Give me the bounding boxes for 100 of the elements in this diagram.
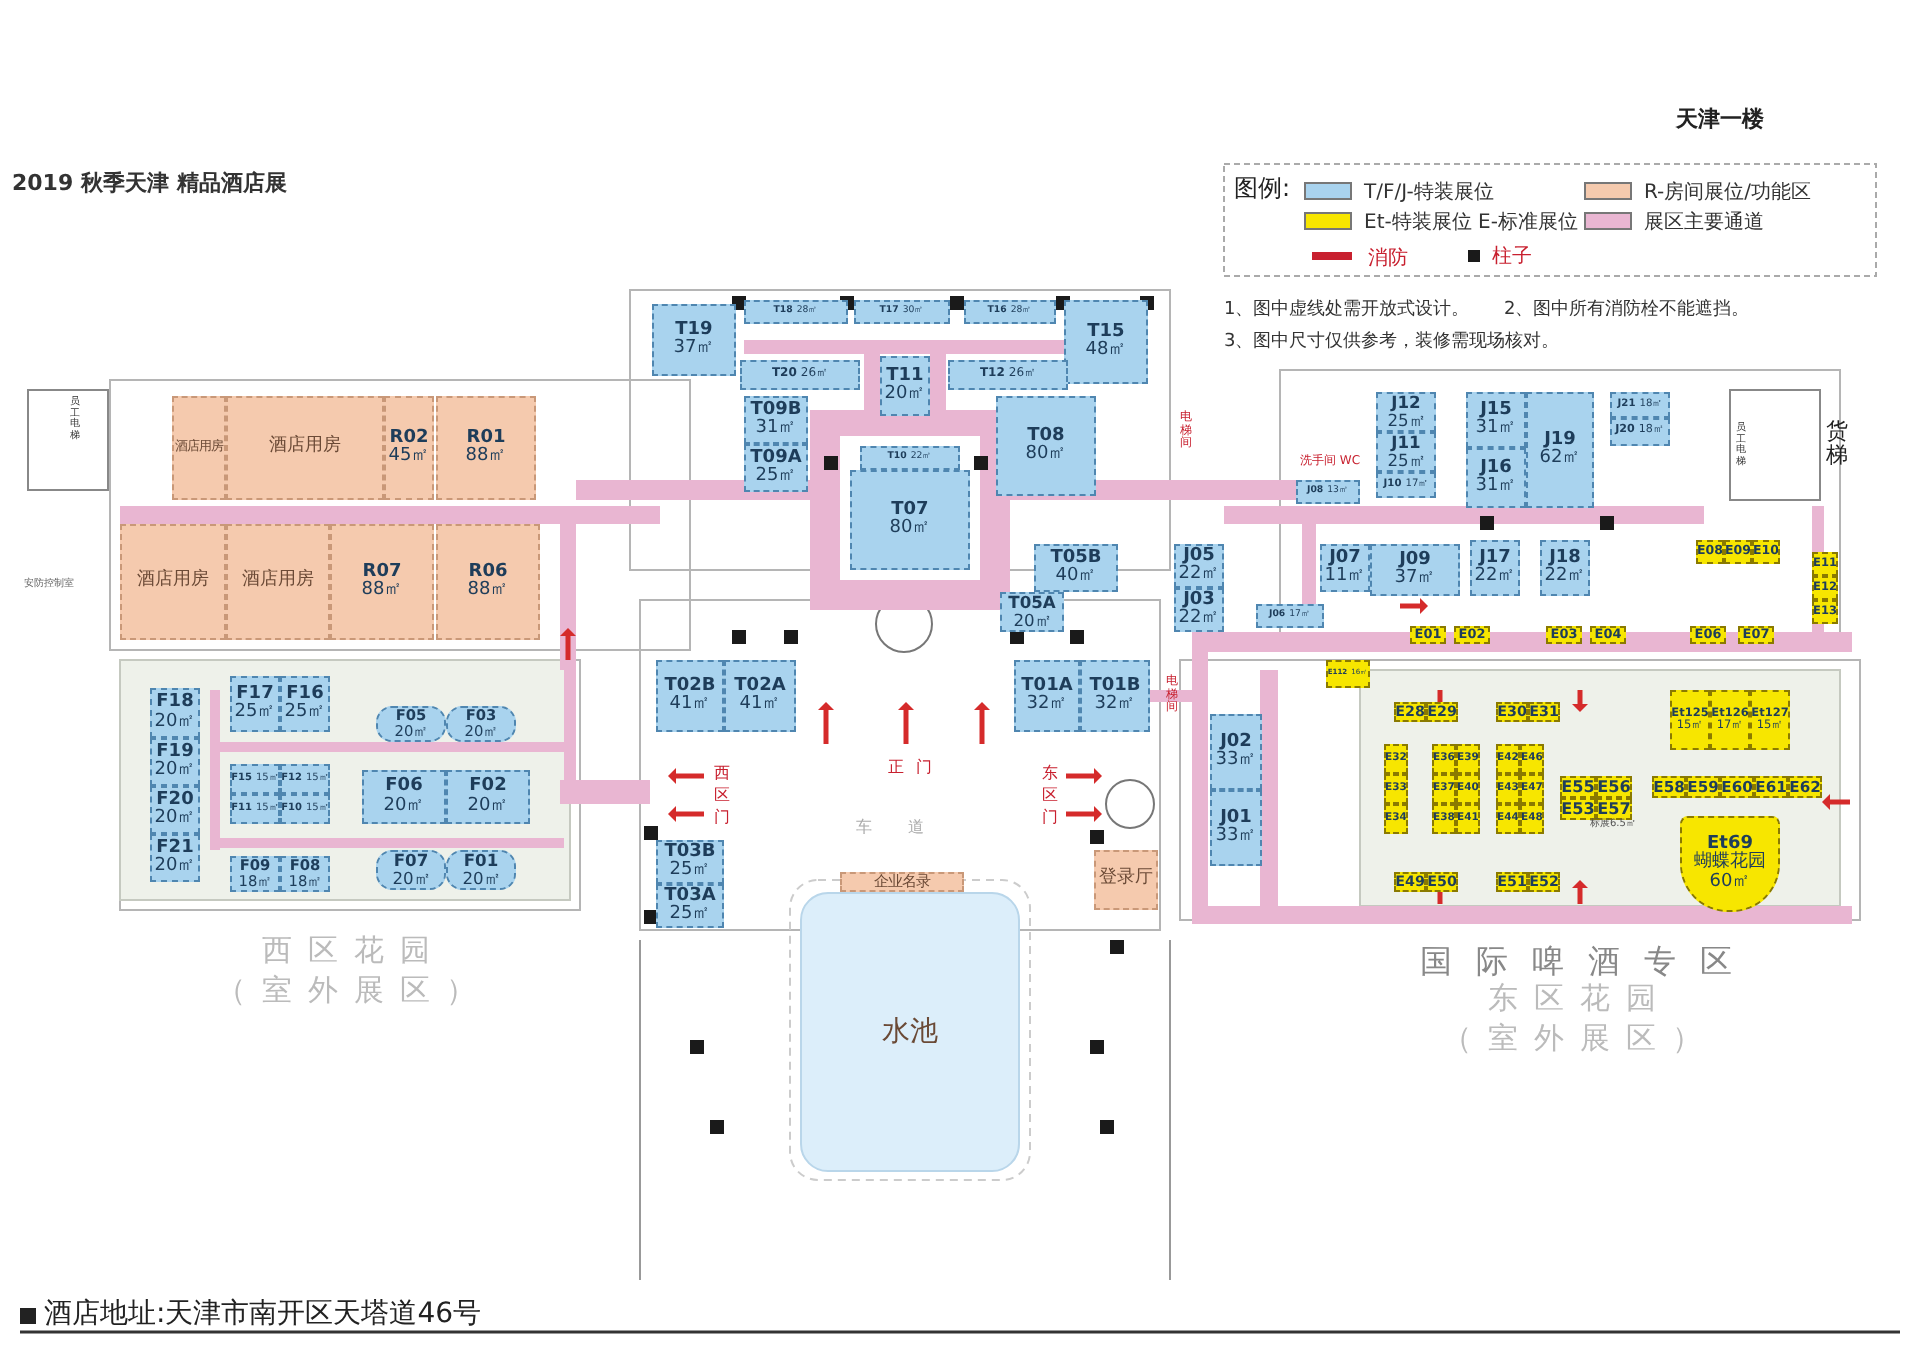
booth-area: 25㎡	[234, 704, 276, 723]
booth-area: 20㎡	[467, 797, 509, 816]
booth	[1680, 816, 1780, 912]
booth	[1752, 540, 1780, 564]
booth-number: F21	[156, 839, 194, 858]
booth-area: 62㎡	[1539, 450, 1581, 469]
booth-area: 22㎡	[1178, 610, 1220, 629]
room	[330, 524, 434, 640]
booth-number: F07	[393, 852, 429, 870]
booth	[1546, 626, 1582, 644]
booth	[1456, 774, 1480, 804]
booth	[230, 764, 280, 794]
room	[840, 872, 964, 892]
booth-number: J02	[1220, 733, 1252, 752]
booth-number: T02B	[664, 677, 716, 696]
booth	[1496, 774, 1520, 804]
booth	[1466, 448, 1526, 508]
booth-area: 33㎡	[1215, 828, 1257, 847]
booth-number: F16	[286, 685, 324, 704]
booth	[1384, 804, 1408, 834]
booth-number: T01A	[1021, 677, 1073, 696]
booth	[1064, 300, 1148, 384]
booth	[1466, 392, 1526, 448]
booth	[1496, 744, 1520, 774]
booth-number: T03B	[664, 843, 716, 862]
booth-number: F19	[156, 743, 194, 762]
booth-number: T09B	[750, 401, 802, 420]
booth-area: 20㎡	[154, 858, 196, 877]
booth	[1610, 418, 1670, 446]
booth	[1690, 626, 1726, 644]
booth	[1456, 744, 1480, 774]
booth-area: 20㎡	[884, 386, 926, 405]
booth	[1454, 626, 1490, 644]
booth-number: T05A	[1008, 594, 1056, 612]
booth	[1210, 714, 1262, 790]
booth	[1670, 690, 1710, 750]
booth-area: 25㎡	[1387, 452, 1425, 470]
booth	[880, 356, 930, 416]
booth-number: F02	[469, 778, 507, 797]
legend-text: R-房间展位/功能区	[1644, 179, 1812, 206]
booth	[744, 300, 848, 324]
booth	[948, 360, 1068, 390]
booth	[150, 834, 200, 882]
booth-area: 22㎡	[1474, 568, 1516, 587]
booth	[1174, 588, 1224, 632]
booth-number: J03	[1183, 591, 1215, 610]
booth-area: 45㎡	[388, 448, 430, 467]
booth	[744, 444, 808, 492]
booth	[1376, 472, 1436, 498]
room-label: 酒店用房	[269, 438, 341, 458]
pool	[800, 892, 1020, 1172]
booth-number: R02	[389, 429, 429, 448]
booth	[1034, 544, 1118, 592]
booth-number: J18	[1549, 549, 1581, 568]
booth-area: 31㎡	[1475, 478, 1517, 497]
booth-area: 22㎡	[1544, 568, 1586, 587]
room	[226, 396, 384, 500]
booth	[1470, 540, 1520, 596]
booth-area: 60㎡	[1709, 873, 1751, 893]
booth	[1210, 790, 1262, 866]
booth	[362, 770, 446, 824]
booth-number: T01B	[1089, 677, 1141, 696]
booth-area: 80㎡	[889, 520, 931, 539]
booth-number: J12	[1391, 394, 1421, 412]
booth-number: R01	[466, 429, 506, 448]
note: 3、图中尺寸仅供参考，装修需现场核对。	[1224, 329, 1560, 354]
booth-number: T11	[886, 367, 924, 386]
booth-area: 20㎡	[1013, 612, 1051, 630]
booth	[1610, 392, 1670, 418]
booth	[1590, 626, 1626, 644]
booth-number: J07	[1329, 549, 1361, 568]
booth-number: T08	[1027, 427, 1065, 446]
booth-area: 80㎡	[1025, 446, 1067, 465]
booth	[1710, 690, 1750, 750]
page-title: 天津一楼	[1676, 104, 1764, 134]
booth	[996, 396, 1096, 496]
booth-area: 41㎡	[739, 696, 781, 715]
booth-area: 11㎡	[1324, 568, 1366, 587]
booth	[1000, 592, 1064, 632]
booth	[1526, 392, 1594, 508]
booth-area: 37㎡	[673, 340, 715, 359]
booth-area: 40㎡	[1055, 568, 1097, 587]
booth-area: 31㎡	[1475, 420, 1517, 439]
booth-area: 20㎡	[154, 713, 196, 732]
zone-label: 东区花园（室外展区）	[1440, 980, 1720, 1058]
booth-area: 32㎡	[1094, 696, 1136, 715]
booth	[1174, 544, 1224, 588]
booth-number: J11	[1391, 434, 1421, 452]
booth	[1296, 480, 1360, 504]
booth-area: 25㎡	[669, 862, 711, 881]
legend-text: Et-特装展位 E-标准展位	[1364, 209, 1578, 236]
booth	[1320, 544, 1370, 592]
booth	[1376, 432, 1436, 472]
booth	[656, 660, 724, 732]
booth-number: F20	[156, 791, 194, 810]
booth	[1456, 804, 1480, 834]
booth-number: J16	[1480, 459, 1512, 478]
booth-area: 25㎡	[755, 468, 797, 487]
booth	[1520, 804, 1544, 834]
booth-area: 20㎡	[154, 810, 196, 829]
